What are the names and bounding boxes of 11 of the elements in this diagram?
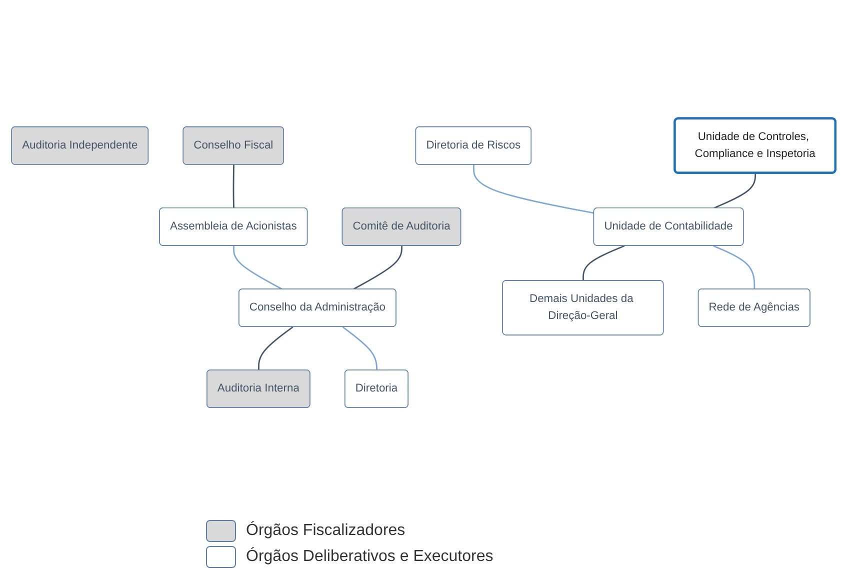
connector <box>714 173 756 209</box>
connector <box>713 245 756 290</box>
connector <box>352 246 403 290</box>
legend-text: Órgãos Fiscalizadores <box>246 522 406 540</box>
connector <box>582 245 625 281</box>
legend-text: Órgãos Deliberativos e Executores <box>246 548 494 566</box>
connector <box>473 164 594 214</box>
connector <box>232 164 234 208</box>
connector <box>258 326 294 370</box>
connector <box>232 246 283 290</box>
connector <box>342 326 378 370</box>
